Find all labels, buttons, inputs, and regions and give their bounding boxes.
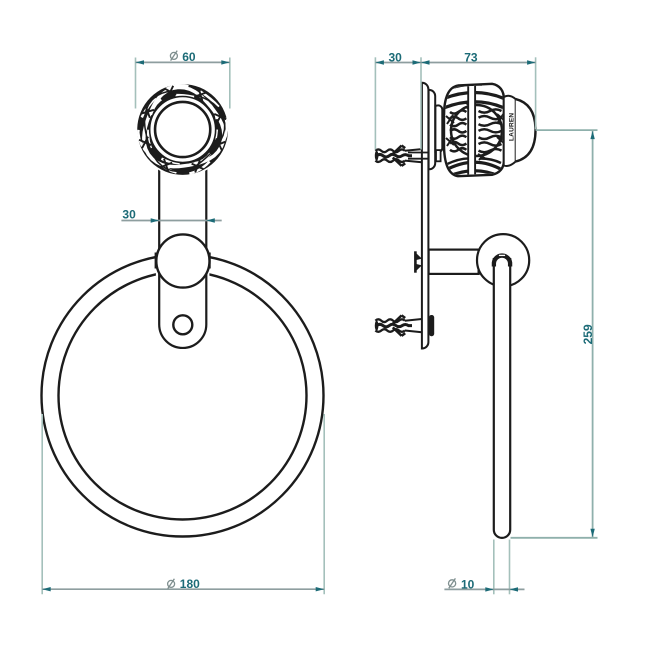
svg-text:LAUREN: LAUREN [508,113,515,141]
svg-text:30: 30 [122,207,136,221]
svg-text:30: 30 [389,51,403,65]
svg-text:60: 60 [182,50,196,64]
svg-text:259: 259 [581,324,595,344]
svg-text:180: 180 [180,577,200,591]
svg-text:10: 10 [461,577,475,591]
svg-text:73: 73 [464,51,478,65]
